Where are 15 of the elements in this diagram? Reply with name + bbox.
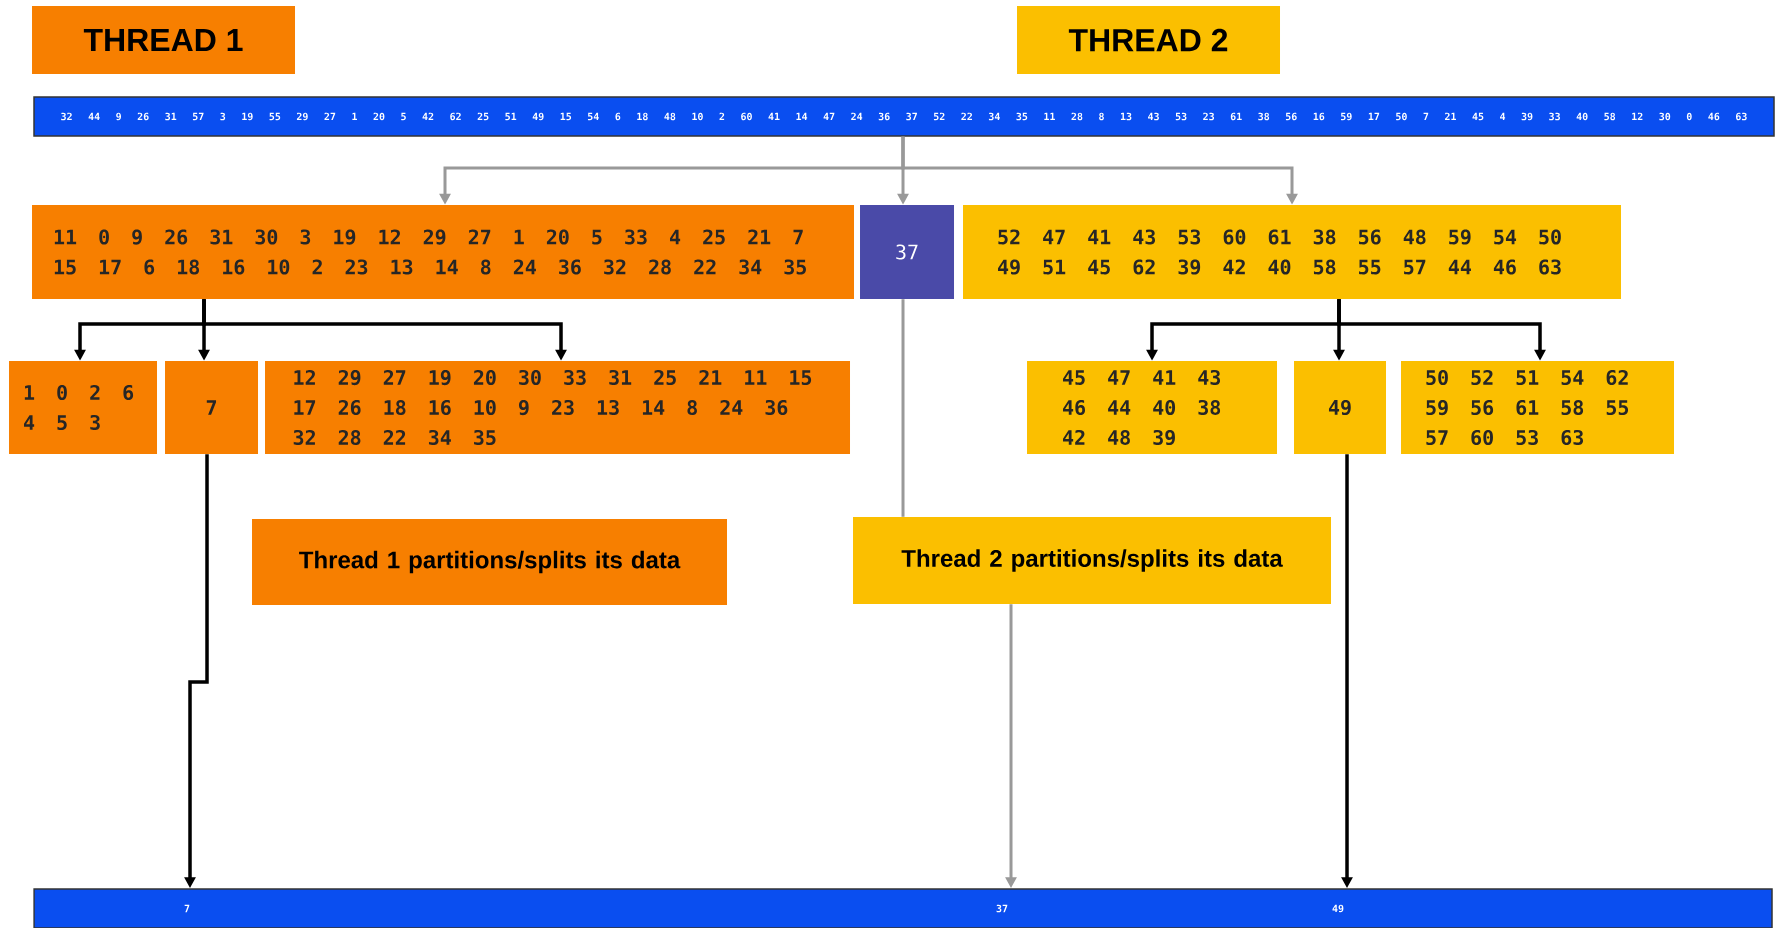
- thread-label: THREAD 2: [1017, 6, 1280, 74]
- partition-box: 45 47 41 43 46 44 40 38 42 48 39: [1027, 361, 1277, 454]
- partition-box: 11 0 9 26 31 30 3 19 12 29 27 1 20 5 33 4 25 21 7 15 17 6 18 16 10 2 23 13 14 8 24 36 32 28 22 34 35: [32, 205, 854, 299]
- partition-box: 12 29 27 19 20 30 33 31 25 21 11 15 17 26 18 16 10 9 23 13 14 8 24 36 32 28 22 34 35: [265, 361, 850, 454]
- pivot-box: 7: [165, 361, 258, 454]
- array-bar: 7 37 49: [33, 888, 1773, 928]
- partition-box: 50 52 51 54 62 59 56 61 58 55 57 60 53 63: [1401, 361, 1674, 454]
- array-bar: 32 44 9 26 31 57 3 19 55 29 27 1 20 5 42 62 25 51 49 15 54 6 18 48 10 2 60 41 14 47 24 36 37 52 22 34 35 11 28 8 13 43 53 23 61 38 56 16 59 17 50 7 21 45 4 39 33 40 58 12 30 0 46 63: [33, 96, 1775, 137]
- thread-label: THREAD 1: [32, 6, 295, 74]
- note-box: Thread 1 partitions/splits its data: [252, 519, 727, 605]
- partition-box: 52 47 41 43 53 60 61 38 56 48 59 54 50 49 51 45 62 39 42 40 58 55 57 44 46 63: [963, 205, 1621, 299]
- partition-box: 1 0 2 6 4 5 3: [9, 361, 157, 454]
- pivot-box: 37: [860, 205, 954, 299]
- note-box: Thread 2 partitions/splits its data: [853, 517, 1331, 604]
- pivot-box: 49: [1294, 361, 1386, 454]
